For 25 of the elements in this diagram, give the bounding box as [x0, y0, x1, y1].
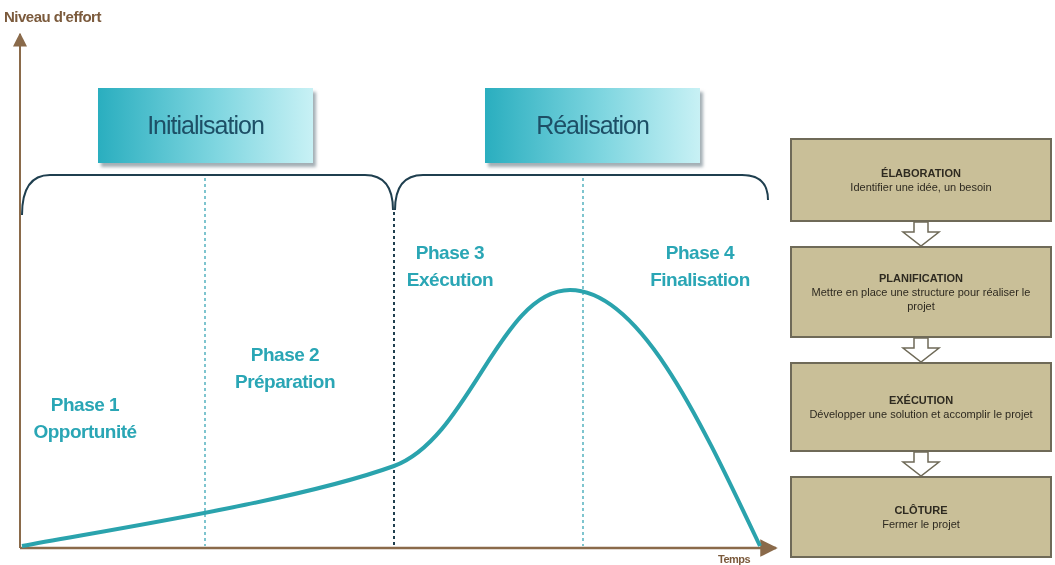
phase-label: Phase 4 Finalisation: [649, 241, 751, 292]
step-description: Développer une solution et accomplir le projet: [809, 407, 1033, 422]
banner-title: Initialisation: [147, 111, 264, 140]
block-arrow: [900, 337, 942, 363]
step-title: EXÉCUTION: [888, 392, 954, 407]
block-arrow: [900, 221, 942, 247]
step-title: CLÔTURE: [894, 502, 948, 517]
process-box: [790, 362, 1052, 452]
step-description: Mettre en place une structure pour réaliser le projet: [810, 284, 1032, 314]
step-title: ÉLABORATION: [881, 165, 961, 180]
phase-banner: [485, 88, 700, 163]
process-box: [790, 138, 1052, 222]
process-box: [790, 246, 1052, 338]
step-title: PLANIFICATION: [878, 270, 964, 285]
block-arrow: [900, 451, 942, 477]
banner-title: Réalisation: [536, 111, 649, 140]
phase-banner: [98, 88, 313, 163]
step-description: Identifier une idée, un besoin: [850, 180, 992, 195]
axis-label: Temps: [718, 552, 752, 565]
phase-label: Phase 1 Opportunité: [32, 393, 138, 444]
phase-label: Phase 3 Exécution: [405, 241, 495, 292]
process-box: [790, 476, 1052, 558]
step-description: Fermer le projet: [882, 517, 960, 532]
phase-label: Phase 2 Préparation: [233, 343, 337, 394]
axis-label: Niveau d'effort: [4, 7, 103, 27]
